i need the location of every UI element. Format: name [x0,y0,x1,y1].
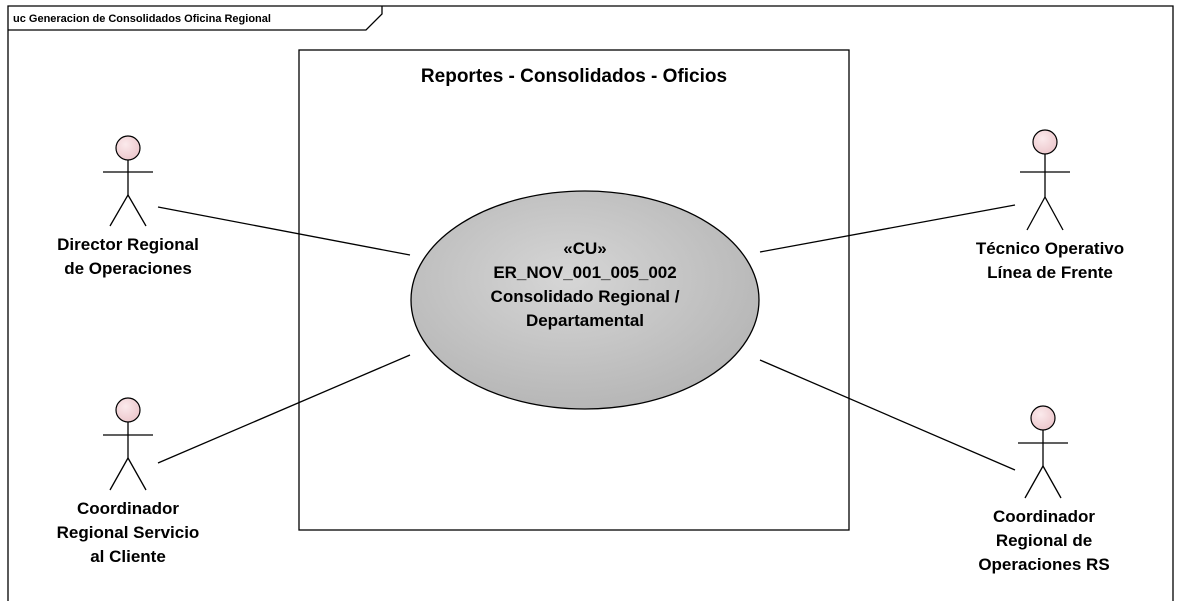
actor-figure-icon [1020,129,1070,231]
actor-right-leg [1044,196,1064,231]
use-case[interactable]: «CU» ER_NOV_001_005_002 Consolidado Regi… [410,190,760,410]
actor-label-line1: Coordinador [77,499,179,518]
actor-right-leg [127,194,147,227]
actor-right-leg [1042,465,1062,499]
actor-label-line3: al Cliente [90,547,166,566]
associations [157,204,1016,471]
system-boundary-title: Reportes - Consolidados - Oficios [421,66,727,87]
use-case-name-line2: Departamental [526,311,644,330]
use-case-name-line1: Consolidado Regional / [491,287,680,306]
use-case-stereotype: «CU» [563,239,606,258]
diagram-frame: uc Generacion de Consolidados Oficina Re… [7,5,1174,601]
frame-title-tab [8,6,383,31]
actor-figure-icon [1018,405,1068,499]
use-case-ellipse[interactable] [410,190,760,410]
actor-head [115,397,141,423]
frame-title: uc Generacion de Consolidados Oficina Re… [13,13,271,25]
actor-label-line2: Regional de [996,531,1092,550]
actor-tecnico-operativo[interactable]: Técnico Operativo Línea de Frente [976,129,1124,282]
actor-figure-icon [103,135,153,227]
actor-coordinador-servicio[interactable]: Coordinador Regional Servicio al Cliente [57,397,200,566]
actor-head [1030,405,1056,431]
actor-label-line3: Operaciones RS [978,555,1109,574]
actor-label-line2: Línea de Frente [987,263,1113,282]
actor-left-leg [1026,196,1046,231]
actor-label-line1: Director Regional [57,235,199,254]
actor-head [1032,129,1058,155]
actor-director-regional[interactable]: Director Regional de Operaciones [57,135,199,278]
association-coordinador-operaciones [759,359,1016,471]
actor-left-leg [109,194,129,227]
actor-left-leg [1024,465,1044,499]
actor-right-leg [127,457,147,491]
association-director [157,206,411,256]
frame-border [7,5,1174,601]
actor-label-line1: Técnico Operativo [976,239,1124,258]
actor-label-line2: Regional Servicio [57,523,200,542]
use-case-id: ER_NOV_001_005_002 [493,263,676,282]
actor-head [115,135,141,161]
actor-label-line2: de Operaciones [64,259,192,278]
actor-coordinador-operaciones[interactable]: Coordinador Regional de Operaciones RS [978,405,1110,574]
association-tecnico [759,204,1016,253]
actor-label-line1: Coordinador [993,507,1095,526]
system-boundary-box [298,49,850,531]
actor-left-leg [109,457,129,491]
system-boundary: Reportes - Consolidados - Oficios [298,49,850,531]
actor-figure-icon [103,397,153,491]
association-coordinador-servicio [157,354,411,464]
